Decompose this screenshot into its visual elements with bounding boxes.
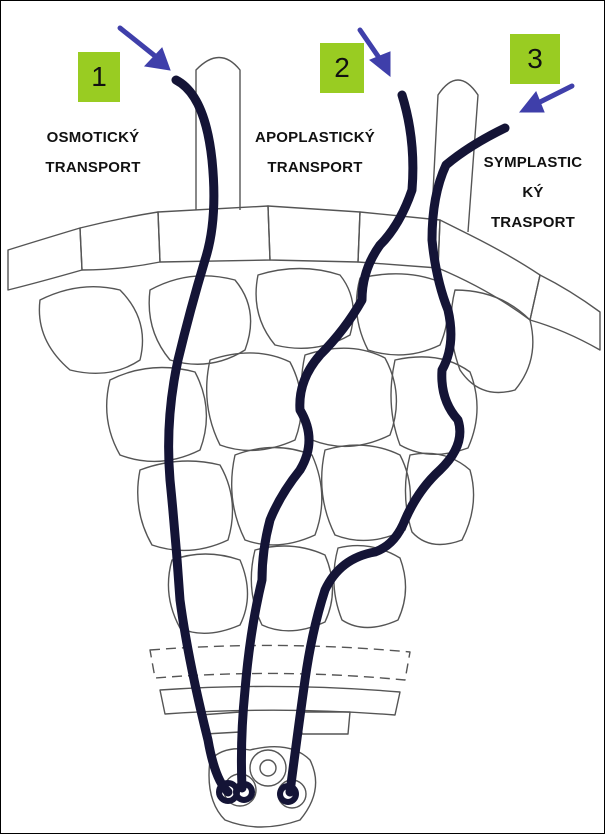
epidermis-cell [80, 212, 160, 270]
symplastic-transport-label: SYMPLASTIC KÝ TRASPORT [468, 148, 598, 238]
cortex-cell [356, 274, 447, 355]
xylem-vessel [260, 760, 276, 776]
apoplastic-label-line2: TRANSPORT [240, 153, 390, 183]
epidermis-cell [8, 228, 82, 290]
xylem-vessel [250, 750, 286, 786]
osmotic-pathway [169, 80, 228, 792]
osmotic-label-line2: TRANSPORT [28, 153, 158, 183]
badge-3: 3 [510, 34, 560, 84]
arrow-2-head-icon [370, 52, 390, 76]
cortex-cell [138, 461, 233, 550]
apoplastic-transport-label: APOPLASTICKÝ TRANSPORT [240, 123, 390, 183]
symplastic-label-line3: TRASPORT [468, 208, 598, 238]
cortex-cell [451, 290, 533, 393]
cortex-cell [334, 546, 406, 628]
apoplastic-pathway [241, 95, 412, 788]
cortex-cell [39, 287, 142, 374]
cortex-cell [322, 445, 411, 540]
arrow-3-head-icon [520, 92, 544, 112]
symplastic-label-line1: SYMPLASTIC [468, 148, 598, 178]
badge-2: 2 [320, 43, 364, 93]
symplastic-label-line2: KÝ [468, 178, 598, 208]
arrow-3-icon [536, 86, 572, 104]
badge-1: 1 [78, 52, 120, 102]
cortex-cell [207, 353, 302, 450]
epidermis-cell [530, 275, 600, 350]
apoplastic-label-line1: APOPLASTICKÝ [240, 123, 390, 153]
transport-pathways [169, 80, 505, 792]
cortex-cell [391, 357, 477, 454]
cortex-cell [107, 368, 207, 462]
osmotic-label-line1: OSMOTICKÝ [28, 123, 158, 153]
epidermis-cell [268, 206, 360, 262]
arrow-1-icon [120, 28, 160, 60]
endodermis [300, 712, 350, 734]
osmotic-transport-label: OSMOTICKÝ TRANSPORT [28, 123, 158, 183]
